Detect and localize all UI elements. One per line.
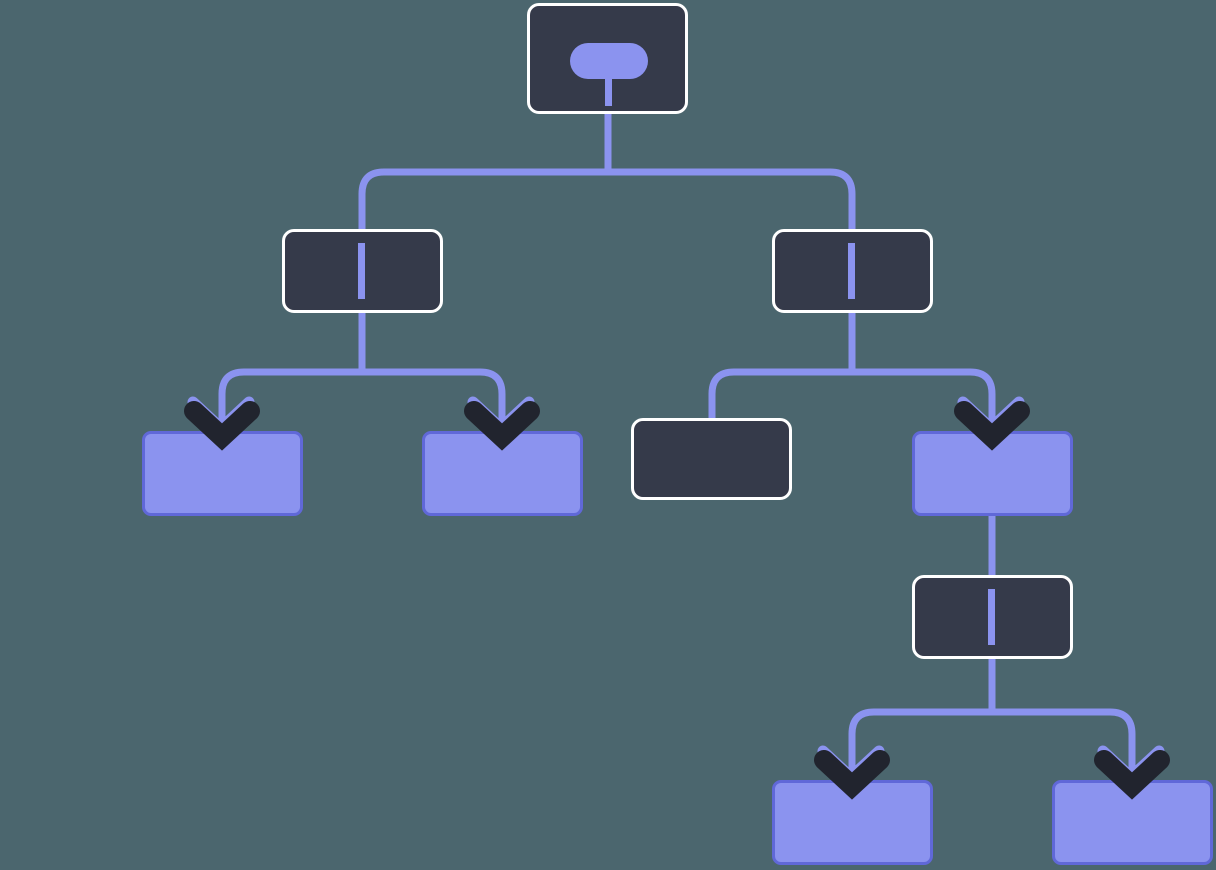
- node-through-line: [848, 243, 855, 299]
- level5-leaf-2[interactable]: [1052, 780, 1213, 865]
- level3-leaf-2[interactable]: [422, 431, 583, 516]
- root-stem-line: [605, 60, 612, 106]
- level5-leaf-1[interactable]: [772, 780, 933, 865]
- level3-dark-node[interactable]: [631, 418, 792, 500]
- node-through-line: [988, 589, 995, 645]
- level3-branch-node[interactable]: [912, 431, 1073, 516]
- level3-leaf-1[interactable]: [142, 431, 303, 516]
- node-through-line: [358, 243, 365, 299]
